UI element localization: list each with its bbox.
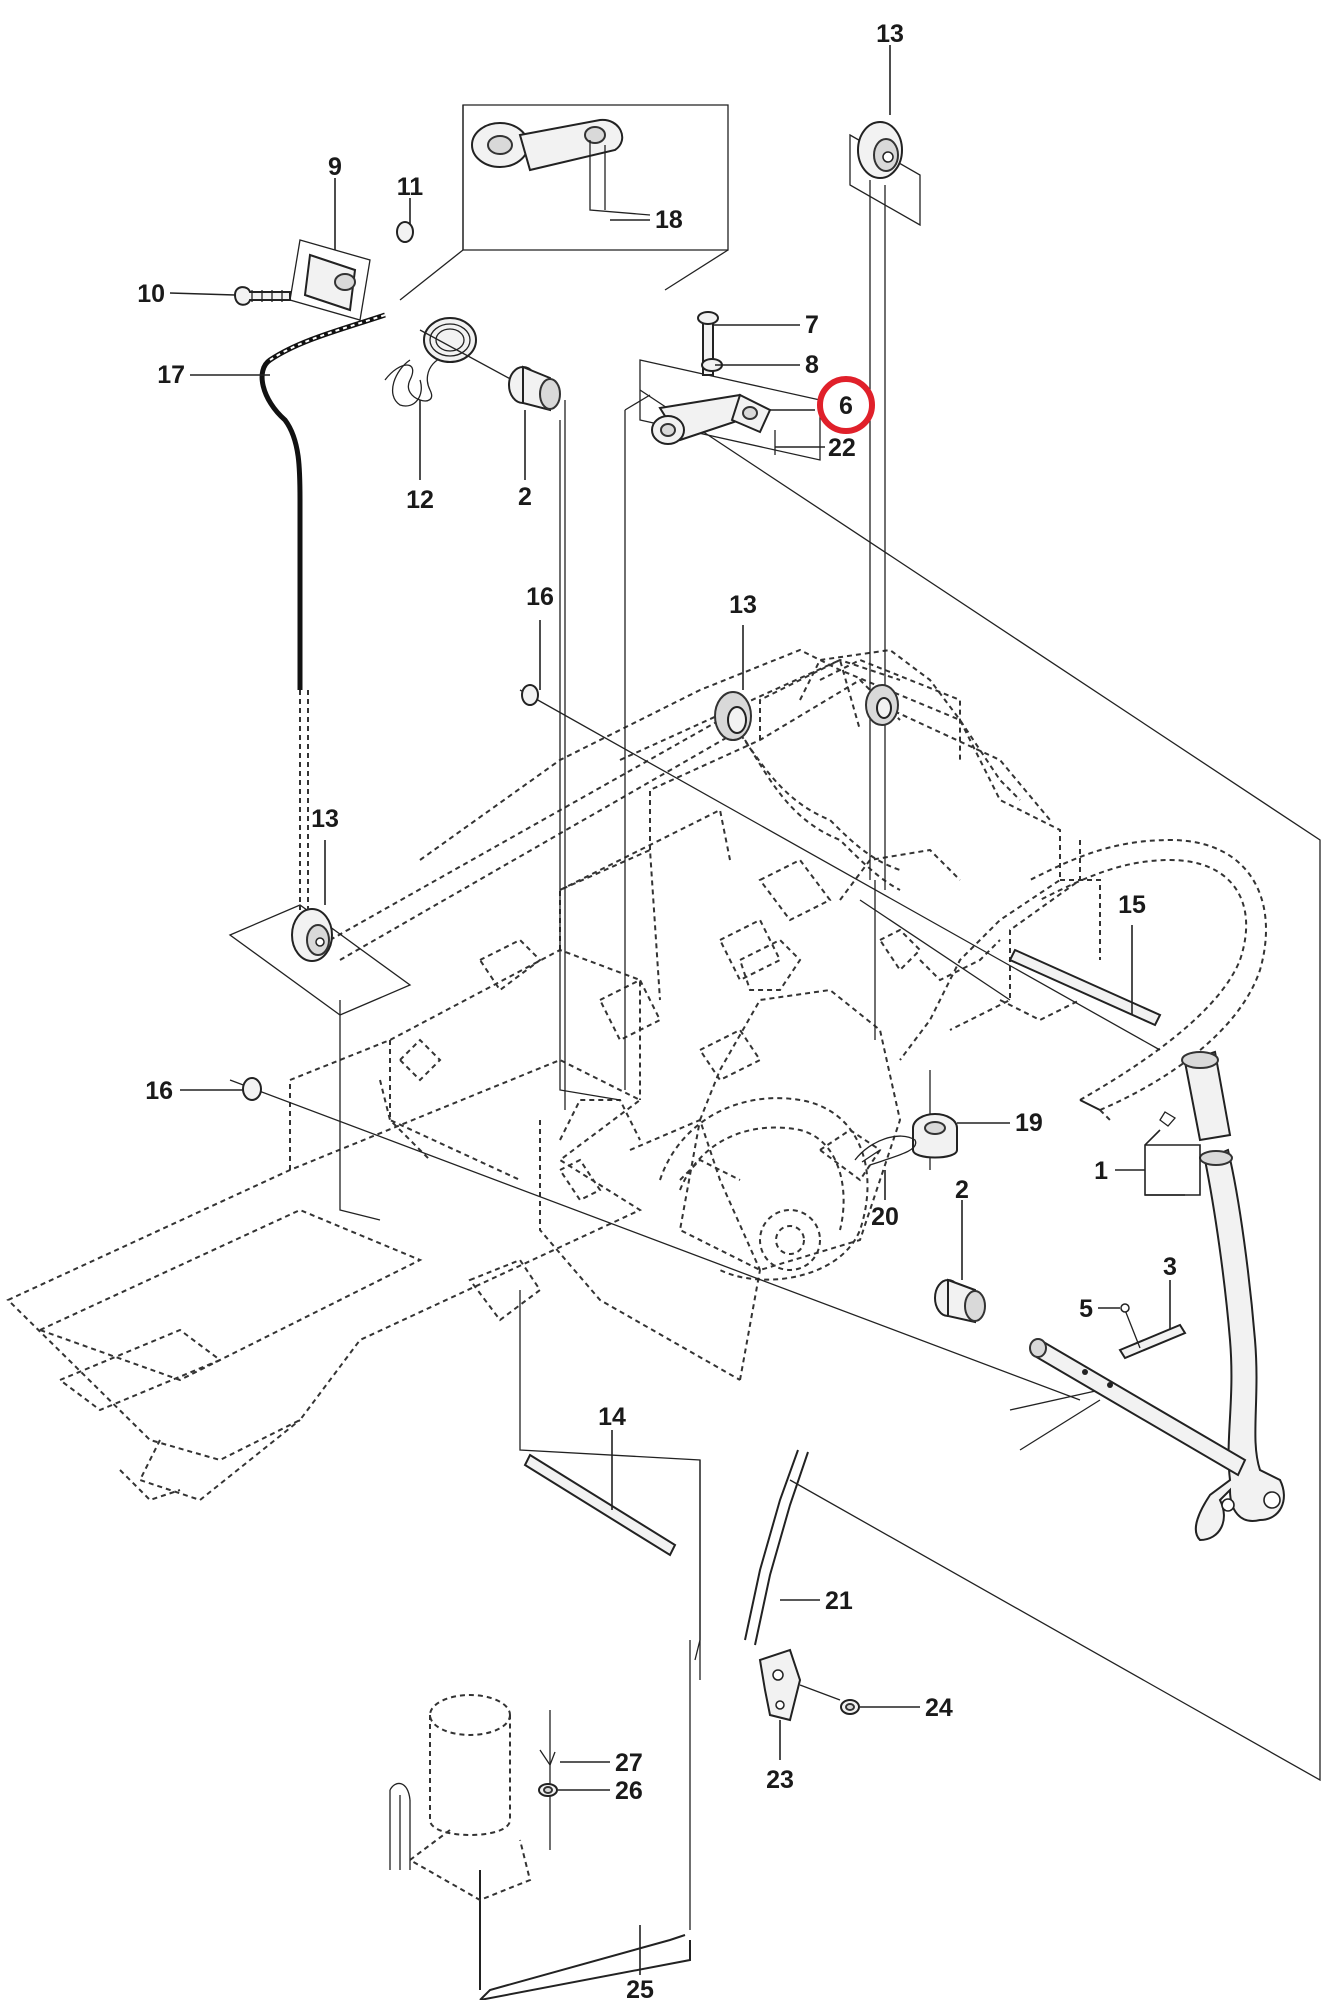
callout-13-middle: 13 <box>729 591 757 619</box>
callout-8: 8 <box>805 351 819 379</box>
pedal-part-1 <box>1159 1050 1285 1542</box>
callout-16-top: 16 <box>526 583 554 611</box>
callout-18: 18 <box>655 206 683 234</box>
pin-part-3 <box>1118 1303 1187 1360</box>
callout-10: 10 <box>137 280 165 308</box>
callout-11: 11 <box>397 173 424 201</box>
callout-12: 12 <box>406 486 434 514</box>
rod-part-15 <box>1008 948 1162 1027</box>
callout-7: 7 <box>805 311 819 339</box>
bracket-part-9 <box>233 221 414 321</box>
rod-part-14 <box>523 1453 677 1557</box>
callout-16-left: 16 <box>145 1077 173 1105</box>
support-tube <box>1029 838 1267 1121</box>
callout-13-left: 13 <box>311 805 339 833</box>
callout-2-bottom: 2 <box>955 1176 969 1204</box>
highlight-ring <box>817 376 875 434</box>
leader-lines <box>169 45 1201 1975</box>
callout-3: 3 <box>1163 1253 1177 1281</box>
callout-22: 22 <box>828 434 856 462</box>
callout-2-top: 2 <box>518 483 532 511</box>
clip-part-20 <box>854 1135 917 1166</box>
callout-1: 1 <box>1094 1157 1108 1185</box>
detail-inset-18 <box>399 104 729 301</box>
callout-21: 21 <box>825 1587 853 1615</box>
lever-part-23 <box>758 1648 860 1722</box>
pulley-part-13-left <box>228 904 412 1016</box>
spring-part-12 <box>384 317 541 407</box>
bracket-part-6 <box>639 311 821 461</box>
callout-6: 6 <box>839 392 853 420</box>
callout-26: 26 <box>615 1777 643 1805</box>
rod-part-21 <box>744 1449 809 1646</box>
callout-19: 19 <box>1015 1109 1043 1137</box>
callout-23: 23 <box>766 1766 794 1794</box>
callout-14: 14 <box>598 1403 626 1431</box>
bushing-part-2-bottom <box>934 1278 986 1324</box>
pulley-part-13-top <box>849 121 921 890</box>
callout-27: 27 <box>615 1749 643 1777</box>
callout-24: 24 <box>925 1694 953 1722</box>
cross-shaft <box>1029 1338 1247 1477</box>
callout-17: 17 <box>157 361 185 389</box>
callout-15: 15 <box>1118 891 1146 919</box>
pulley-frame <box>865 684 899 726</box>
callout-labels: 13 9 11 18 10 7 8 17 6 22 12 2 16 13 13 … <box>137 20 1177 2000</box>
cable-path <box>329 719 901 961</box>
cable-part-17 <box>259 312 386 910</box>
callout-13-top: 13 <box>876 20 904 48</box>
rod-part-25 <box>479 1870 691 2000</box>
gear-sector <box>659 1097 869 1281</box>
bushing-part-19 <box>912 1113 958 1159</box>
pulley-part-13-middle <box>714 691 752 741</box>
callout-25: 25 <box>626 1976 654 2000</box>
callout-9: 9 <box>328 153 342 181</box>
pedal-base <box>389 1694 558 1902</box>
callout-20: 20 <box>871 1203 899 1231</box>
callout-5: 5 <box>1079 1295 1093 1323</box>
nut-part-16 <box>242 684 539 1101</box>
bushing-part-2-top <box>508 365 561 412</box>
chassis-frame <box>6 648 1101 1502</box>
